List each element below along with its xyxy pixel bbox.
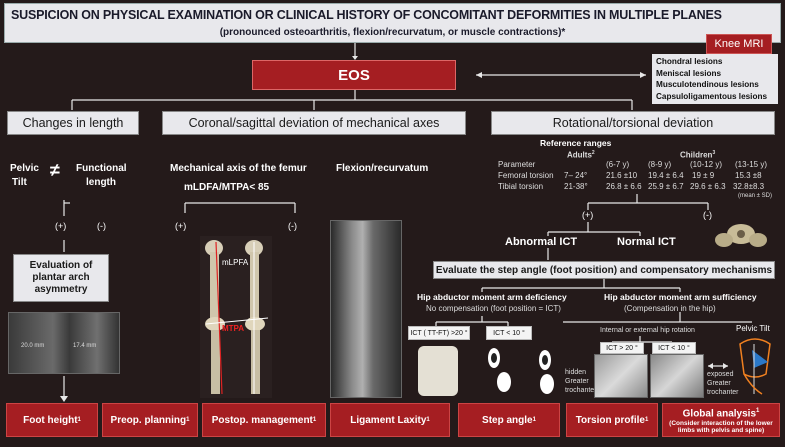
- torsion-plus: (+): [582, 210, 594, 220]
- tilt-label: Tilt: [12, 177, 27, 188]
- adults-header: Adults2: [567, 150, 595, 160]
- pelvis-drawing: [715, 224, 767, 247]
- ict-lt10-box-a: ICT < 10 °: [486, 326, 532, 340]
- hip-rotation-label: Internal or external hip rotation: [600, 327, 695, 334]
- reference-title: Reference ranges: [540, 138, 612, 148]
- banner-title: SUSPICION ON PHYSICAL EXAMINATION OR CLI…: [11, 8, 722, 22]
- trochanter-label-a: trochanter: [565, 387, 597, 394]
- mlpfa-label: mLPFA: [222, 258, 249, 267]
- leg-bones-drawing: [205, 240, 269, 395]
- row-value: 26.8 ± 6.6: [606, 182, 642, 191]
- abnormal-ict: Abnormal ICT: [505, 236, 578, 248]
- torsion-minus: (-): [703, 210, 712, 220]
- mri-finding: Musculotendinous lesions: [656, 80, 759, 89]
- footprint-drawing: [539, 350, 554, 394]
- axis-minus: (-): [288, 221, 297, 231]
- plantar-arch-box: Evaluation of plantar arch asymmetry: [13, 254, 109, 302]
- category-coronal: Coronal/sagittal deviation of mechanical…: [162, 111, 466, 135]
- category-rotational: Rotational/torsional deviation: [491, 111, 775, 135]
- ict-gt20-box: ICT > 20 °: [600, 342, 644, 354]
- row-value: 15.3 ±8: [735, 171, 762, 180]
- foot-measure-b: 17.4 mm: [73, 343, 97, 349]
- flexion-title: Flexion/recurvatum: [336, 163, 429, 174]
- mtpa-label: MTPA: [222, 324, 245, 333]
- top-banner: SUSPICION ON PHYSICAL EXAMINATION OR CLI…: [4, 3, 781, 43]
- footprint-inward-icon: [480, 344, 520, 398]
- age-group-header: (13-15 y): [735, 160, 768, 169]
- footprint-outward-icon: [533, 344, 563, 398]
- sufficiency-title: Hip abductor moment arm sufficiency: [604, 292, 757, 302]
- pelvic-label: Pelvic: [10, 163, 39, 174]
- age-group-header: (6-7 y): [606, 160, 630, 169]
- axis-criteria: mLDFA/MTPA< 85: [184, 182, 270, 193]
- outcome-global-analysis: Global analysis1 (Consider interaction o…: [662, 403, 780, 437]
- axis-title: Mechanical axis of the femur: [170, 163, 307, 174]
- children-header: Children3: [680, 150, 716, 160]
- deficiency-sub: No compensation (foot position = ICT): [426, 304, 561, 313]
- banner-subtitle: (pronounced osteoarthritis, flexion/recu…: [219, 27, 566, 38]
- normal-ict: Normal ICT: [617, 236, 676, 248]
- mri-finding: Chondral lesions: [656, 57, 723, 66]
- row-value: 25.9 ± 6.7: [648, 182, 684, 191]
- sufficiency-sub: (Compensation in the hip): [624, 304, 716, 313]
- trochanter-label-b: trochanter: [707, 389, 739, 396]
- row-value: 19.4 ± 6.4: [648, 171, 684, 180]
- greater-label-b: Greater: [707, 380, 731, 387]
- mri-finding: Meniscal lesions: [656, 68, 722, 78]
- foot-brace-image: [418, 346, 458, 396]
- foot-measure-a: 20.0 mm: [21, 343, 45, 349]
- pelvic-tilt-label: Pelvic Tilt: [736, 324, 770, 333]
- length-plus: (+): [55, 221, 67, 231]
- length-label: length: [86, 177, 116, 188]
- mri-finding: Capsuloligamentous lesions: [656, 91, 768, 101]
- ict-lt10-box-b: ICT < 10 °: [652, 342, 696, 354]
- ict-tt-ft-box: ICT ( TT-FT) >20 °: [408, 326, 470, 340]
- row-adult: 21-38°: [564, 182, 588, 191]
- hip-xray-external: [650, 354, 704, 398]
- row-label: Tibial torsion: [498, 182, 544, 191]
- row-label: Femoral torsion: [498, 171, 554, 180]
- pelvic-tilt-diagram: [732, 334, 778, 398]
- length-minus: (-): [97, 221, 106, 231]
- step-angle-box: Evaluate the step angle (foot position) …: [433, 261, 775, 279]
- parameter-header: Parameter: [498, 160, 536, 169]
- axis-plus: (+): [175, 221, 187, 231]
- functional-label: Functional: [76, 163, 127, 174]
- age-group-header: (8-9 y): [648, 160, 672, 169]
- foot-xray-image: 20.0 mm 17.4 mm: [8, 312, 120, 374]
- footprint-drawing: [488, 348, 511, 392]
- leg-xray-image: mLPFA MTPA: [200, 236, 272, 398]
- pelvic-tilt-drawing: [739, 338, 771, 395]
- category-length: Changes in length: [7, 111, 139, 135]
- greater-label-a: Greater: [565, 378, 589, 385]
- hip-xray-internal: [594, 354, 648, 398]
- row-adult: 7– 24°: [564, 171, 588, 180]
- global-analysis-note: (Consider interaction of the lower limbs…: [669, 419, 773, 434]
- global-analysis-title: Global analysis1: [682, 408, 760, 420]
- row-value: 32.8±8.3: [733, 182, 765, 191]
- age-group-header: (10-12 y): [690, 160, 723, 169]
- exposed-label: exposed: [707, 371, 734, 378]
- deficiency-title: Hip abductor moment arm deficiency: [417, 292, 567, 302]
- not-equal-symbol: ≠: [50, 160, 60, 180]
- knee-mri-box: Knee MRI: [706, 34, 772, 54]
- hidden-label: hidden: [565, 369, 587, 376]
- row-value: 29.6 ± 6.3: [690, 182, 726, 191]
- row-value: 19 ± 9: [692, 171, 715, 180]
- mri-findings-list: Chondral lesions Meniscal lesions Muscul…: [652, 54, 778, 104]
- flexion-xray-image: [330, 220, 402, 398]
- eos-box: EOS: [252, 60, 456, 90]
- mean-note: (mean ± SD): [738, 193, 772, 199]
- pelvis-3d-image: [712, 214, 770, 254]
- row-value: 21.6 ±10: [606, 171, 638, 180]
